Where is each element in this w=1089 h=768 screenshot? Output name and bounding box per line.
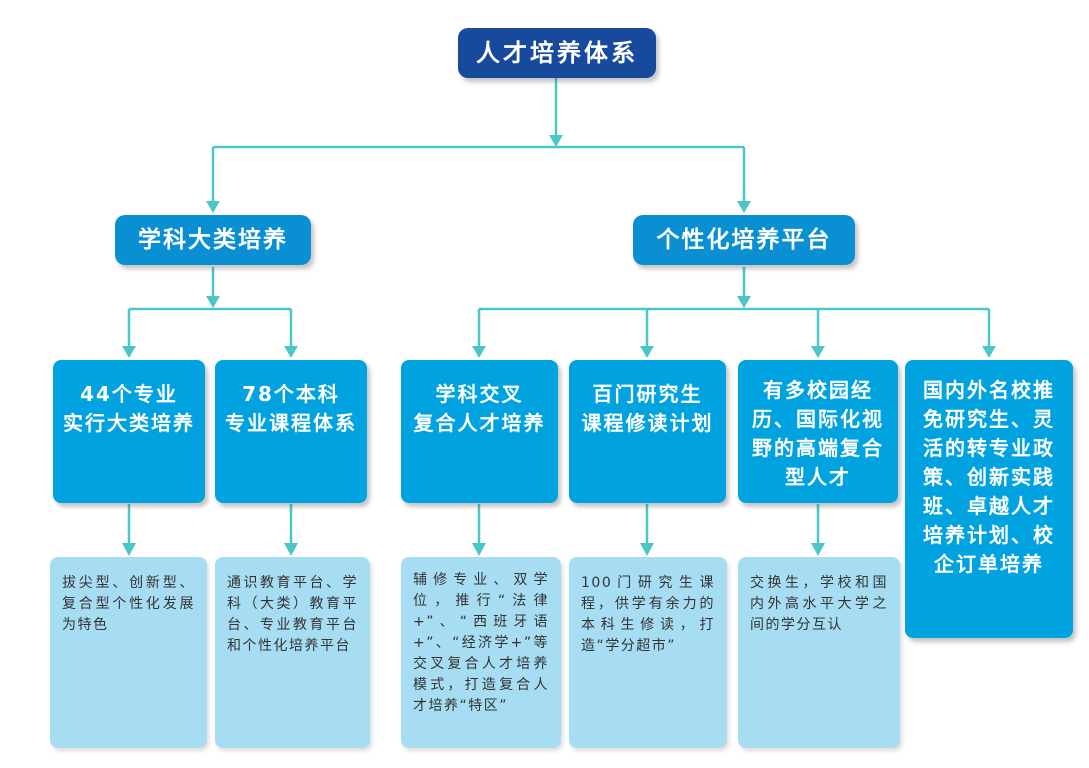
leaf-node-policies: 国内外名校推免研究生、灵活的转专业政策、创新实践班、卓越人才培养计划、校企订单培…: [905, 360, 1073, 638]
detail-node-credit-supermarket: 100门研究生课程，供学有余力的本科生修读，打造“学分超市”: [569, 557, 727, 748]
leaf-title: 学科交叉 复合人才培养: [413, 382, 546, 435]
branch-node-personalized-platform: 个性化培养平台: [633, 215, 855, 265]
leaf-title: 44个专业 实行大类培养: [63, 382, 195, 435]
root-label: 人才培养体系: [476, 39, 638, 67]
leaf-node-interdisciplinary: 学科交叉 复合人才培养: [401, 360, 558, 503]
leaf-title: 百门研究生 课程修读计划: [581, 382, 714, 435]
leaf-title: 有多校园经历、国际化视野的高端复合型人才: [752, 378, 884, 489]
leaf-node-78-undergrad: 78个本科 专业课程体系: [215, 360, 367, 503]
leaf-title: 78个本科 专业课程体系: [225, 382, 357, 435]
branch-label: 学科大类培养: [138, 227, 288, 253]
leaf-node-graduate-courses: 百门研究生 课程修读计划: [569, 360, 726, 503]
branch-node-discipline-category: 学科大类培养: [115, 215, 311, 265]
root-node: 人才培养体系: [458, 28, 656, 78]
leaf-title: 国内外名校推免研究生、灵活的转专业政策、创新实践班、卓越人才培养计划、校企订单培…: [923, 378, 1055, 576]
detail-node-platforms: 通识教育平台、学科（大类）教育平台、专业教育平台和个性化培养平台: [215, 557, 370, 748]
leaf-node-44-majors: 44个专业 实行大类培养: [53, 360, 205, 503]
detail-node-minor-double-degree: 辅修专业、双学位，推行“法律+”、“西班牙语+”、“经济学+”等交叉复合人才培养…: [401, 557, 561, 748]
branch-label: 个性化培养平台: [656, 227, 832, 253]
detail-node-features: 拔尖型、创新型、复合型个性化发展为特色: [50, 557, 207, 748]
detail-node-exchange-students: 交换生，学校和国内外高水平大学之间的学分互认: [738, 557, 900, 748]
leaf-node-multi-campus: 有多校园经历、国际化视野的高端复合型人才: [738, 360, 898, 503]
